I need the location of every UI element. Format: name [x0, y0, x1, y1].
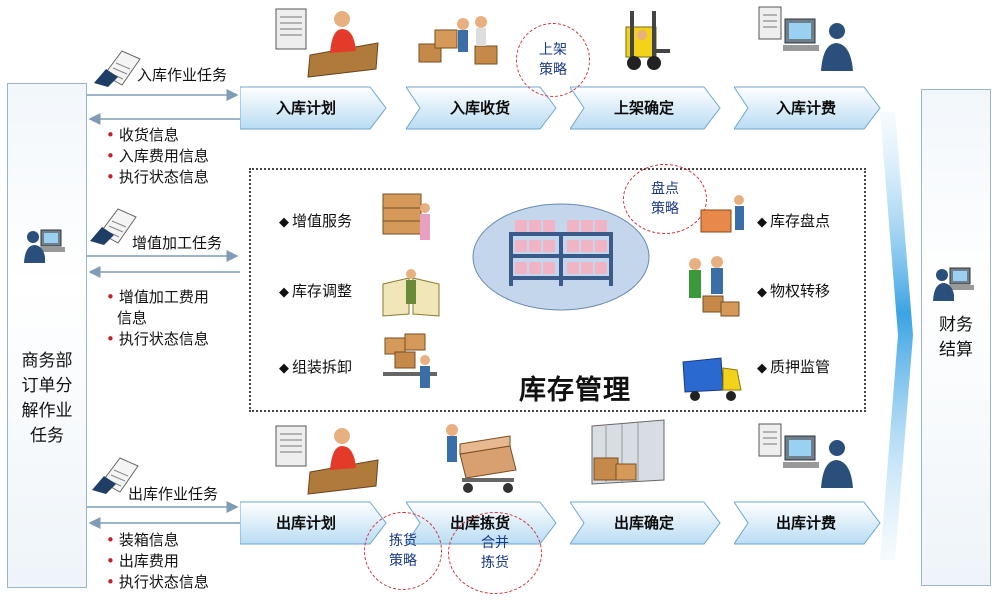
boxes-workers-icon: [382, 269, 440, 317]
shelving-strategy-circle: 上架策略: [516, 23, 590, 97]
info-item: 执行状态信息: [106, 167, 209, 188]
flow-to-finance-arrow: [880, 112, 913, 560]
delivery-truck-icon: [682, 357, 742, 401]
finance-settlement-label: 财务 结算: [939, 315, 973, 360]
computer-user-icon: [24, 229, 65, 263]
merge-picking-circle: 合并拣货: [448, 512, 542, 594]
info-item-continued: 信息: [117, 309, 148, 327]
info-item: 执行状态信息: [106, 329, 209, 350]
boxes-workers-icon: [689, 256, 740, 317]
person-at-desk-icon: [275, 8, 379, 78]
info-item: 入库费用信息: [106, 146, 209, 167]
boxes-workers-icon: [382, 193, 430, 240]
service-pledge-supervision: 质押监管: [757, 356, 830, 377]
inbound-task-label: 入库作业任务: [137, 66, 228, 84]
stocktake-strategy-circle: 盘点策略: [623, 164, 707, 234]
service-stocktake: 库存盘点: [757, 210, 830, 231]
computer-user-icon: [758, 423, 853, 488]
inbound-step-plan: 入库计划: [240, 86, 388, 130]
computer-user-icon: [933, 267, 974, 301]
inbound-step-shelf-confirm: 上架确定: [570, 86, 722, 130]
document-icon: [92, 457, 139, 494]
outbound-step-billing: 出库计费: [734, 501, 882, 545]
outbound-info-list: 装箱信息 出库费用 执行状态信息: [106, 530, 209, 593]
info-item: 收货信息: [106, 125, 209, 146]
service-assembly: 组装拆卸: [279, 356, 352, 377]
value-added-info-list: 增值加工费用 信息 执行状态信息: [106, 287, 209, 350]
business-dept-box: 商务部 订单分 解作业 任务: [7, 83, 87, 588]
finance-settlement-box: 财务 结算: [921, 89, 991, 586]
outbound-task-label: 出库作业任务: [128, 485, 219, 503]
service-value-added: 增值服务: [279, 210, 352, 231]
forklift-icon: [625, 11, 670, 70]
service-inventory-adjust: 库存调整: [279, 280, 352, 301]
picking-strategy-circle: 拣货策略: [364, 512, 442, 590]
info-item: 出库费用: [106, 551, 209, 572]
service-ownership-transfer: 物权转移: [757, 280, 830, 301]
boxes-workers-icon: [418, 16, 498, 65]
boxes-workers-icon: [700, 195, 744, 233]
warehouse-shelf-icon: [591, 419, 665, 485]
boxes-workers-icon: [383, 333, 437, 388]
document-icon: [94, 50, 141, 87]
inbound-step-billing: 入库计费: [734, 86, 882, 130]
info-item: 执行状态信息: [106, 572, 209, 593]
info-item: 增值加工费用: [106, 287, 209, 308]
business-dept-label: 商务部 订单分 解作业 任务: [21, 351, 73, 446]
info-item: 装箱信息: [106, 530, 209, 551]
boxes-workers-icon: [446, 424, 517, 493]
computer-user-icon: [758, 6, 853, 71]
document-icon: [90, 208, 137, 245]
person-at-desk-icon: [275, 425, 379, 495]
inbound-info-list: 收货信息 入库费用信息 执行状态信息: [106, 125, 209, 188]
outbound-step-confirm: 出库确定: [570, 501, 722, 545]
value-added-task-label: 增值加工任务: [132, 234, 223, 252]
warehouse-shelf-icon: [472, 203, 650, 311]
inventory-management-title: 库存管理: [519, 375, 631, 406]
